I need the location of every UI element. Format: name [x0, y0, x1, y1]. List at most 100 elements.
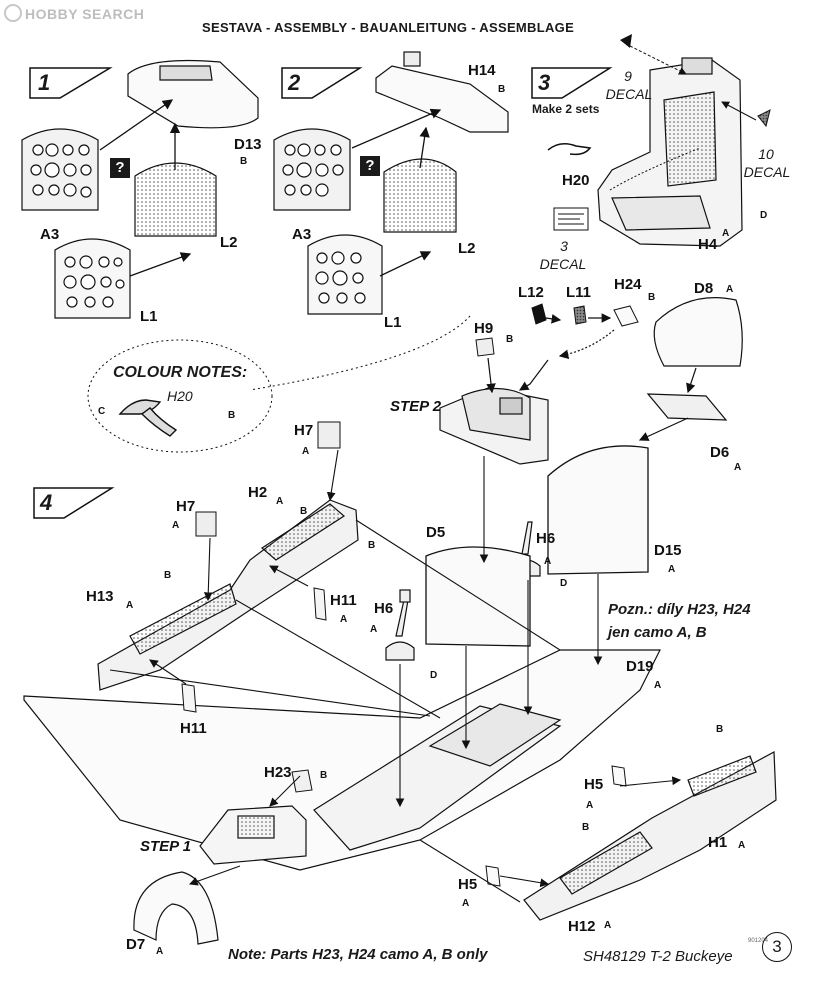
panel-d15: [547, 445, 649, 575]
nose-bulkhead-d7: [133, 871, 219, 945]
label-a3-step1: A3: [40, 226, 60, 243]
label-d19: D19: [626, 658, 654, 675]
front-cockpit-step1: [199, 805, 307, 865]
color-code-h6-b: A: [544, 556, 552, 567]
control-stick-h6-a: [385, 589, 415, 661]
part-h7-a: [195, 511, 217, 537]
part-h23: [291, 769, 313, 793]
label-h14: H14: [468, 62, 496, 79]
decal-3-placard: [553, 207, 589, 231]
label-h1: H1: [708, 834, 728, 851]
part-h5-a: [611, 765, 627, 787]
part-h11-a: [313, 587, 327, 621]
color-code-h4: A: [722, 228, 730, 239]
part-h5-b: [485, 865, 501, 887]
colour-notes-ellipse: [87, 339, 273, 453]
step-number-1: 1: [38, 70, 51, 95]
kit-code: SH48129 T-2 Buckeye: [583, 948, 733, 965]
step-number-3: 3: [538, 70, 551, 95]
step2-panel-l1: [307, 234, 383, 315]
logo-icon: [4, 4, 22, 22]
label-h5-b: H5: [458, 876, 478, 893]
colour-notes-right-code: B: [228, 410, 236, 421]
label-h6-b: H6: [536, 530, 556, 547]
step1-coaming-d13: [127, 59, 259, 129]
step-4-box: [33, 487, 115, 519]
colour-notes-left-code: C: [98, 406, 106, 417]
color-code-d15: A: [668, 564, 676, 575]
color-code-h2-b: B: [300, 506, 308, 517]
part-h9: [475, 337, 495, 357]
color-code-d7: A: [156, 946, 164, 957]
hobby-search-watermark: HOBBY SEARCH: [4, 4, 144, 22]
decal-3-label: DECAL: [539, 256, 587, 272]
page-number: 3: [762, 932, 792, 962]
step1-panel-l2: [134, 162, 217, 237]
step3-ejection-seat: [597, 57, 743, 247]
decal-9-number: 9: [624, 68, 632, 84]
color-code-d6: A: [734, 462, 742, 473]
decal-10-marker: [757, 109, 771, 128]
label-h23: H23: [264, 764, 292, 781]
label-h2: H2: [248, 484, 268, 501]
step2-coaming-h14: [375, 51, 509, 133]
color-code-seat: D: [760, 210, 768, 221]
step2-panel-l2: [383, 158, 457, 233]
color-code-h13-b: B: [164, 570, 172, 581]
label-l12: L12: [518, 284, 544, 301]
decal-10-number: 10: [758, 146, 774, 162]
step-2-box: [281, 67, 363, 99]
color-code-h9: B: [506, 334, 514, 345]
label-l2-step1: L2: [220, 234, 238, 251]
floor-tub: [313, 703, 562, 851]
part-d6: [646, 393, 728, 421]
part-h24: [613, 305, 639, 327]
label-d5: D5: [426, 524, 446, 541]
bottom-note: Note: Parts H23, H24 camo A, B only: [228, 946, 488, 963]
czech-note: Pozn.: díly H23, H24 jen camo A, B: [608, 598, 751, 644]
label-step-1: STEP 1: [140, 838, 192, 855]
part-h11-b: [181, 683, 197, 713]
question-mark-icon: ?: [110, 158, 130, 178]
left-console-h13: [97, 499, 359, 691]
color-code-h23: B: [320, 770, 328, 781]
label-l2-step2: L2: [458, 240, 476, 257]
label-d6: D6: [710, 444, 730, 461]
label-d8: D8: [694, 280, 714, 297]
color-code-rear-b: B: [716, 724, 724, 735]
colour-notes-part: H20: [167, 388, 193, 404]
color-code-h24: B: [648, 292, 656, 303]
color-code-h7-b: A: [302, 446, 310, 457]
color-code-h5-a: A: [586, 800, 594, 811]
color-code-h2: A: [276, 496, 284, 507]
label-h11-a: H11: [330, 592, 357, 609]
rear-cockpit-tub: [439, 387, 549, 465]
part-l12: [531, 303, 547, 325]
label-h11-b: H11: [180, 720, 207, 737]
part-l11: [573, 305, 587, 325]
print-code: 901204: [748, 938, 769, 944]
label-l11: L11: [566, 284, 592, 301]
step1-panel-l1: [54, 238, 131, 319]
label-h5-a: H5: [584, 776, 604, 793]
decal-10-label: DECAL: [743, 164, 791, 180]
decal-3-number: 3: [560, 238, 568, 254]
color-code-h6-a-top: B: [368, 540, 376, 551]
step-3-box: [531, 67, 613, 99]
czech-note-line1: Pozn.: díly H23, H24: [608, 601, 751, 618]
label-d13: D13: [234, 136, 262, 153]
right-console-h1: [523, 751, 777, 921]
label-h6-a: H6: [374, 600, 394, 617]
label-h24: H24: [614, 276, 642, 293]
decal-9-label: DECAL: [605, 86, 653, 102]
color-code-d13: B: [240, 156, 248, 167]
question-mark-icon: ?: [360, 156, 380, 176]
color-code-h6-a: A: [370, 624, 378, 635]
label-step-2: STEP 2: [390, 398, 442, 415]
step-number-2: 2: [288, 70, 301, 95]
color-code-h7-a: A: [172, 520, 180, 531]
label-l1-step1: L1: [140, 308, 158, 325]
label-h9: H9: [474, 320, 494, 337]
